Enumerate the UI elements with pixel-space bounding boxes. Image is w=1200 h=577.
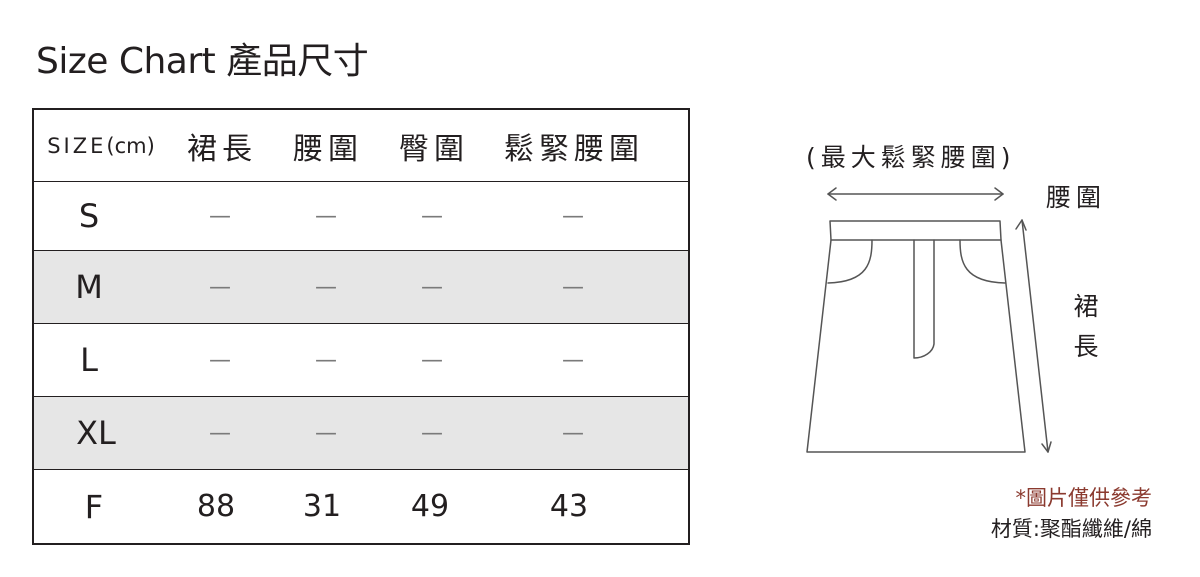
material-note: 材質:聚酯纖維/綿 [990,517,1152,541]
column-header-length: 裙長 [187,132,257,167]
value-waist: — [315,274,337,300]
value-length: 88 [196,489,236,524]
table-header-row: SIZE(cm) 裙長 腰圍 臀圍 鬆緊腰圍 [34,110,688,182]
disclaimer-note: *圖片僅供參考 [1015,486,1153,510]
value-elastic-waist: — [562,274,584,300]
column-header-waist: 腰圍 [293,132,363,167]
value-waist: — [315,347,337,373]
value-elastic-waist: — [562,203,584,229]
length-arrow [1015,219,1052,453]
table-row-s: S — — — — [34,181,688,250]
max-elastic-waist-label: (最大鬆緊腰圍) [806,143,1016,172]
column-header-elastic-waist: 鬆緊腰圍 [504,132,644,167]
table-row-l: L — — — — [34,323,688,396]
value-elastic-waist: — [562,420,584,446]
value-hip: 49 [410,489,450,524]
skirt-outline [806,220,1026,453]
length-label-char: 裙 [1073,292,1099,321]
waist-label: 腰圍 [1046,183,1107,212]
table-row-xl: XL — — — — [34,396,688,469]
size-column-header: SIZE(cm) [38,110,164,182]
size-header-unit: (cm) [106,134,155,158]
value-hip: — [421,347,443,373]
value-elastic-waist: 43 [549,489,589,524]
size-label: L [80,341,98,379]
table-row-f: F 88 31 49 43 [34,469,688,543]
value-length: — [209,420,231,446]
length-label-char: 長 [1073,332,1099,361]
value-length: — [209,203,231,229]
value-length: — [209,347,231,373]
size-header-text: SIZE [47,134,107,158]
value-waist: — [315,420,337,446]
table-row-m: M — — — — [34,250,688,323]
length-label: 裙 長 [1071,287,1101,367]
value-hip: — [421,420,443,446]
column-header-hip: 臀圍 [399,132,469,167]
value-length: — [209,274,231,300]
page-title: Size Chart 產品尺寸 [36,41,369,82]
size-label: XL [76,414,116,452]
value-hip: — [421,274,443,300]
value-waist: — [315,203,337,229]
value-waist: 31 [302,489,342,524]
value-hip: — [421,203,443,229]
waist-arrow [827,187,1004,201]
size-label: F [84,487,104,526]
size-label: M [75,268,103,306]
size-label: S [78,197,100,235]
skirt-diagram [806,187,1052,453]
size-table: SIZE(cm) 裙長 腰圍 臀圍 鬆緊腰圍 S — — — — M — — —… [32,108,690,545]
value-elastic-waist: — [562,347,584,373]
